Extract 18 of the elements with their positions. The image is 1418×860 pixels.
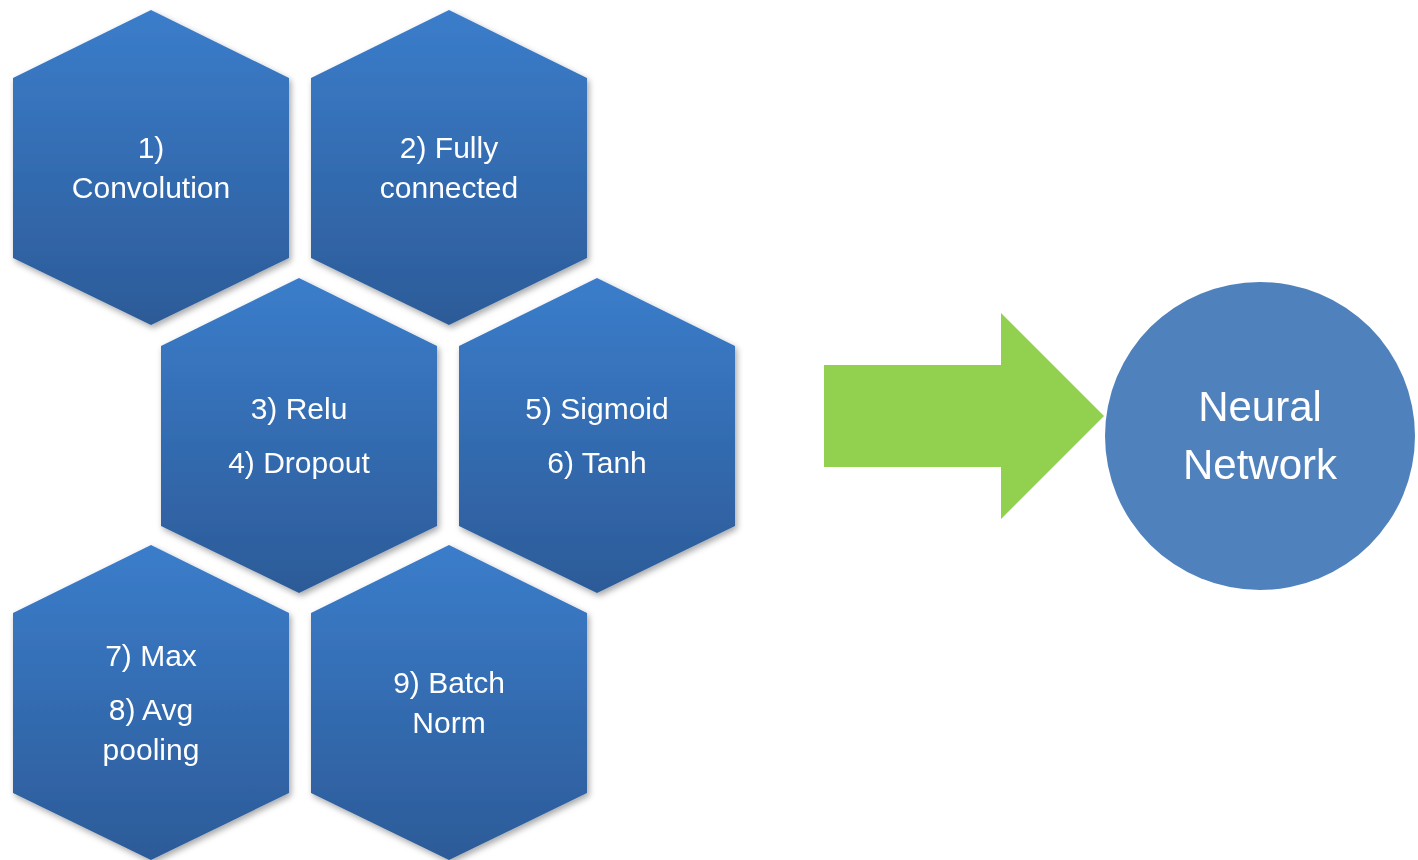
hexagon-node (459, 278, 735, 593)
hexagon-node (161, 278, 437, 593)
node-label: Neural Network (1181, 382, 1338, 490)
hexagon-node (311, 10, 587, 325)
node-label: 3) Relu (250, 390, 348, 427)
node-label: 8) Avg pooling (101, 691, 201, 768)
node-label: 9) Batch Norm (392, 664, 506, 741)
node-label: 2) Fully connected (378, 129, 520, 206)
hexagon-node (311, 545, 587, 860)
node-label: 6) Tanh (547, 444, 647, 481)
hexagon-node (13, 10, 289, 325)
node-label: 4) Dropout (228, 444, 370, 481)
hexagon-node (13, 545, 289, 860)
node-label: 7) Max (105, 637, 197, 674)
node-label: 1) Convolution (70, 129, 232, 206)
node-label: 5) Sigmoid (525, 390, 669, 427)
circle-node (1105, 282, 1415, 590)
block-arrow (824, 313, 1104, 519)
